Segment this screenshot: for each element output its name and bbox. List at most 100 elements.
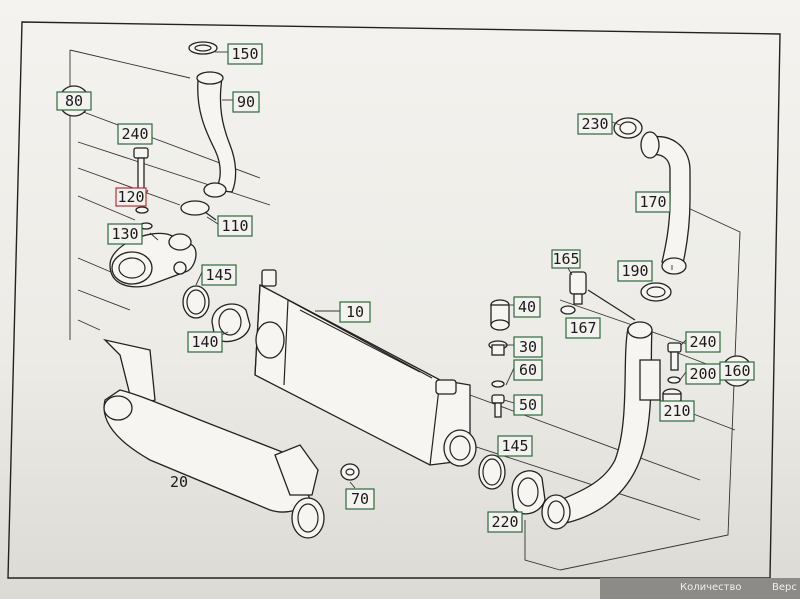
callout-box <box>56 91 92 111</box>
callout-220[interactable]: 220 <box>487 511 523 533</box>
callout-box <box>187 331 223 353</box>
callout-240[interactable]: 240 <box>685 331 721 353</box>
callout-layer: 150 90 80 240 120 130 110 145 140 10 40 30 60 50 145 70… <box>56 43 755 533</box>
o-ring-145-right <box>478 454 506 490</box>
callout-number: 110 <box>221 217 248 235</box>
washer-200 <box>667 376 681 384</box>
callout-120[interactable]: 120 <box>115 187 147 207</box>
status-table-header: Количество Верс <box>600 578 800 599</box>
callout-number: 80 <box>65 92 83 110</box>
callout-number: 220 <box>491 513 518 531</box>
hose-clamp-110 <box>180 200 217 221</box>
callout-200[interactable]: 200 <box>685 363 721 385</box>
callout-240[interactable]: 240 <box>117 123 153 145</box>
callout-145[interactable]: 145 <box>497 435 533 457</box>
hose-clamp-150 <box>188 41 218 55</box>
pressure-sensor-165 <box>569 271 636 321</box>
callout-box <box>227 43 263 65</box>
callout-140[interactable]: 140 <box>187 331 223 353</box>
callout-50[interactable]: 50 <box>513 394 543 416</box>
callout-70[interactable]: 70 <box>345 488 375 510</box>
callout-130[interactable]: 130 <box>107 223 143 245</box>
callout-box <box>497 435 533 457</box>
callout-number: 30 <box>519 338 537 356</box>
callout-box <box>339 301 371 323</box>
callout-box <box>115 187 147 207</box>
hose-clamp-230 <box>613 117 643 139</box>
callout-number: 90 <box>237 93 255 111</box>
callout-number: 210 <box>663 402 690 420</box>
callout-230[interactable]: 230 <box>577 113 613 135</box>
bolt-50 <box>491 394 505 418</box>
callout-number: 145 <box>205 266 232 284</box>
intercooler-10 <box>254 269 477 467</box>
part-label-20: 20 <box>170 473 188 491</box>
callout-box <box>617 260 653 282</box>
callout-box <box>635 191 671 213</box>
callout-number: 170 <box>639 193 666 211</box>
callout-190[interactable]: 190 <box>617 260 653 282</box>
callout-170[interactable]: 170 <box>635 191 671 213</box>
collar-220 <box>511 470 546 515</box>
callout-box <box>107 223 143 245</box>
callout-number: 167 <box>569 319 596 337</box>
callout-box <box>659 400 695 422</box>
callout-box <box>513 394 543 416</box>
callout-110[interactable]: 110 <box>217 215 253 237</box>
callout-80[interactable]: 80 <box>56 85 92 117</box>
callout-box <box>232 91 260 113</box>
callout-160[interactable]: 160 <box>719 355 755 387</box>
callout-number: 145 <box>501 437 528 455</box>
callout-box <box>117 123 153 145</box>
column-quantity[interactable]: Количество <box>680 582 742 593</box>
callout-number: 120 <box>117 188 144 206</box>
hose-170 <box>640 131 691 275</box>
callout-box <box>345 488 375 510</box>
callout-box <box>685 331 721 353</box>
callout-number: 190 <box>621 262 648 280</box>
callout-number: 10 <box>346 303 364 321</box>
callout-box <box>513 336 543 358</box>
bolt-240-right <box>667 342 682 371</box>
callout-number: 40 <box>518 298 536 316</box>
callout-box <box>513 296 541 318</box>
hose-90 <box>196 71 237 198</box>
bushing-210 <box>662 388 682 405</box>
callout-60[interactable]: 60 <box>513 359 543 381</box>
callout-210[interactable]: 210 <box>659 400 695 422</box>
callout-box <box>217 215 253 237</box>
callout-90[interactable]: 90 <box>232 91 260 113</box>
callout-box <box>551 249 581 269</box>
callout-number: 240 <box>121 125 148 143</box>
washer-60 <box>491 380 505 388</box>
callout-40[interactable]: 40 <box>513 296 541 318</box>
callout-number: 160 <box>723 362 750 380</box>
callout-165[interactable]: 165 <box>551 249 581 269</box>
callout-box <box>577 113 613 135</box>
hose-clamp-190 <box>640 282 672 302</box>
callout-number: 230 <box>581 115 608 133</box>
callout-number: 200 <box>689 365 716 383</box>
callout-150[interactable]: 150 <box>227 43 263 65</box>
callout-number: 70 <box>351 490 369 508</box>
callout-box <box>513 359 543 381</box>
callout-number: 130 <box>111 225 138 243</box>
bolt-240-left <box>133 147 149 191</box>
bushing-30 <box>488 340 508 356</box>
column-version[interactable]: Верс <box>772 582 797 593</box>
callout-number: 50 <box>519 396 537 414</box>
callout-10[interactable]: 10 <box>339 301 371 323</box>
o-ring-145-left <box>182 285 210 319</box>
callout-30[interactable]: 30 <box>513 336 543 358</box>
callout-167[interactable]: 167 <box>565 317 601 339</box>
washer-70 <box>340 463 360 481</box>
callout-number: 150 <box>231 45 258 63</box>
seal-167 <box>560 305 576 315</box>
callout-box <box>201 264 237 286</box>
charge-air-hose-20 <box>102 338 325 539</box>
callout-145[interactable]: 145 <box>201 264 237 286</box>
callout-number: 140 <box>191 333 218 351</box>
callout-number: 60 <box>519 361 537 379</box>
